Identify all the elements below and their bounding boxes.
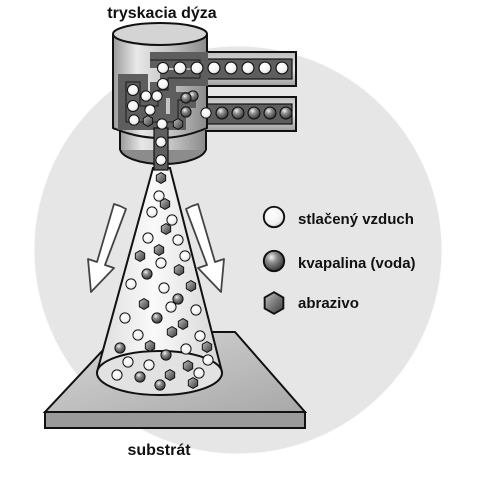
air-bubble: [173, 61, 187, 75]
liquid-droplet: [180, 92, 192, 104]
liquid-droplet: [215, 106, 229, 120]
air-bubble: [156, 77, 170, 91]
liquid-droplet: [141, 268, 153, 280]
legend-label-abrasive: abrazivo: [298, 295, 359, 312]
air-bubble: [190, 61, 204, 75]
air-bubble: [224, 61, 238, 75]
liquid-droplet: [172, 293, 184, 305]
air-bubble: [126, 83, 140, 97]
air-bubble: [165, 301, 177, 313]
air-bubble: [128, 114, 140, 126]
abrasive-particle: [172, 118, 184, 130]
nozzle-title: tryskacia dýza: [107, 5, 217, 22]
air-bubble: [142, 232, 154, 244]
air-bubble: [111, 369, 123, 381]
air-bubble: [258, 61, 272, 75]
abrasive-particle: [173, 264, 185, 276]
air-bubble: [156, 118, 168, 130]
liquid-droplet: [263, 106, 277, 120]
air-bubble: [155, 257, 167, 269]
abrasive-particle: [153, 244, 165, 256]
air-bubble: [126, 99, 140, 113]
abrasive-particle: [182, 360, 194, 372]
abrasive-particle: [144, 340, 156, 352]
liquid-droplet: [160, 349, 172, 361]
air-bubble: [158, 282, 170, 294]
abrasive-particle-icon: [263, 291, 285, 315]
air-bubble: [194, 330, 206, 342]
legend-item-air: stlačený vzduch: [262, 205, 414, 229]
liquid-droplet: [154, 379, 166, 391]
legend-item-abrasive: abrazivo: [263, 291, 359, 315]
air-bubble: [275, 61, 289, 75]
abrasive-particle: [166, 326, 178, 338]
abrasive-particle: [142, 115, 154, 127]
air-bubble: [172, 234, 184, 246]
abrasive-particle: [160, 223, 172, 235]
liquid-droplet: [151, 312, 163, 324]
air-bubble: [156, 61, 170, 75]
legend: stlačený vzduch kvapalina (voda) abraziv…: [262, 205, 416, 315]
abrasive-particle: [159, 198, 171, 210]
abrasive-particle: [185, 280, 197, 292]
abrasive-particle: [134, 250, 146, 262]
liquid-droplet: [114, 342, 126, 354]
air-bubble: [144, 104, 156, 116]
liquid-droplet: [180, 106, 192, 118]
liquid-droplet: [279, 106, 293, 120]
abrasive-particle: [155, 172, 167, 184]
air-bubble: [190, 304, 202, 316]
air-bubble: [202, 354, 214, 366]
liquid-droplet: [134, 371, 146, 383]
air-bubble: [119, 312, 131, 324]
liquid-droplet: [247, 106, 261, 120]
air-bubble: [155, 136, 167, 148]
flow-arrow-right: [185, 203, 225, 293]
liquid-droplet: [231, 106, 245, 120]
legend-item-liquid: kvapalina (voda): [262, 249, 416, 273]
air-bubble: [146, 206, 158, 218]
air-bubble: [180, 343, 192, 355]
legend-label-liquid: kvapalina (voda): [298, 255, 416, 272]
abrasive-particle: [201, 341, 213, 353]
liquid-droplet-icon: [262, 249, 286, 273]
air-bubble: [155, 154, 167, 166]
abrasive-particle: [138, 298, 150, 310]
air-bubble: [179, 250, 191, 262]
air-bubble: [193, 367, 205, 379]
air-bubble: [125, 278, 137, 290]
abrasive-particle: [187, 377, 199, 389]
air-bubble: [143, 359, 155, 371]
air-bubble: [140, 90, 152, 102]
flow-arrow-left: [87, 203, 127, 293]
substrate-label: substrát: [127, 442, 191, 459]
air-bubble: [241, 61, 255, 75]
air-bubble: [132, 329, 144, 341]
air-bubble: [200, 107, 212, 119]
abrasive-particle: [177, 318, 189, 330]
air-bubble: [207, 61, 221, 75]
air-bubble: [122, 356, 134, 368]
abrasive-particle: [164, 369, 176, 381]
air-bubble: [151, 90, 163, 102]
legend-label-air: stlačený vzduch: [298, 211, 414, 228]
air-bubble: [166, 214, 178, 226]
air-bubble-icon: [262, 205, 286, 229]
